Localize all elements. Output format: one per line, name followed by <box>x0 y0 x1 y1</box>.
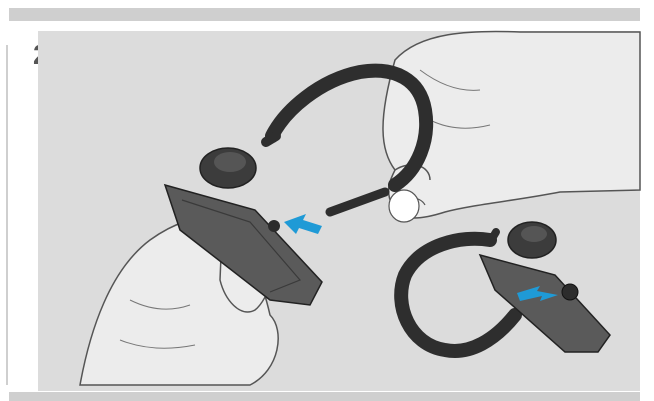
bottom-frame-bar <box>9 392 640 401</box>
